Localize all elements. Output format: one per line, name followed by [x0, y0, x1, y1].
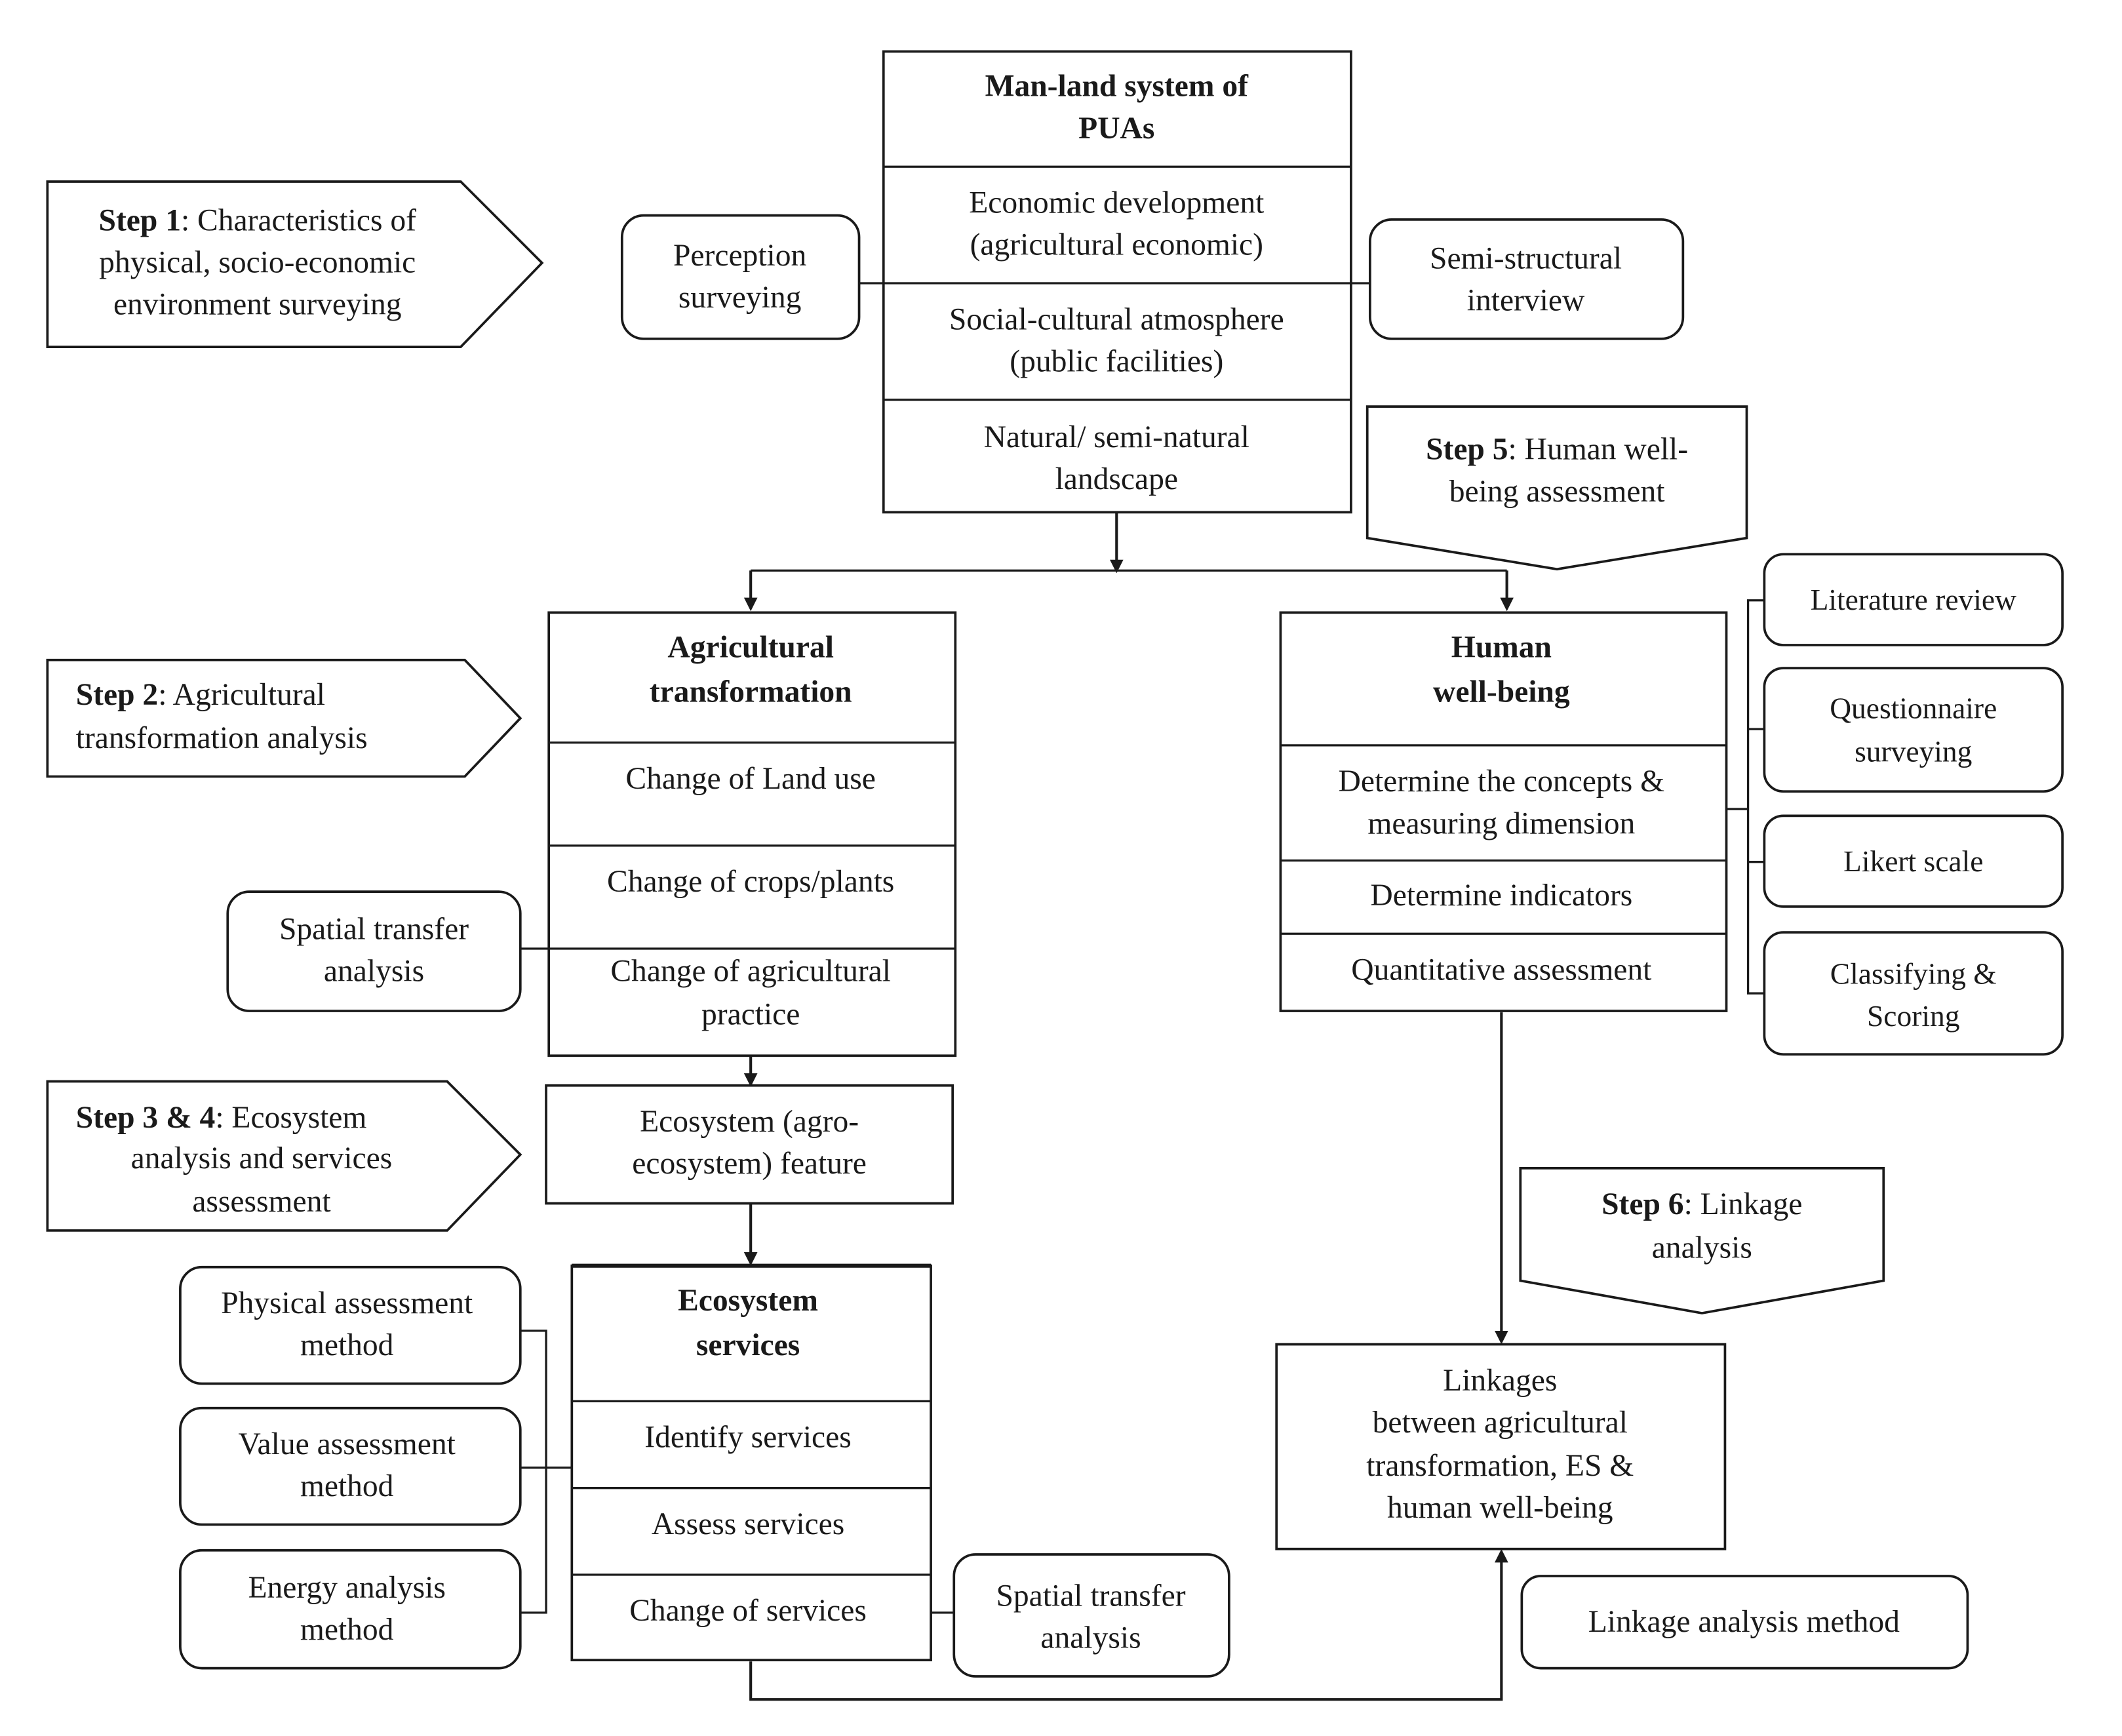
svg-text:Quantitative assessment: Quantitative assessment	[1351, 953, 1651, 987]
svg-text:human well-being: human well-being	[1387, 1491, 1613, 1525]
step-6-arrow: Step 6: Linkage analysis	[1519, 1166, 1885, 1314]
svg-text:Identify services: Identify services	[644, 1421, 851, 1455]
svg-text:Change of agricultural: Change of agricultural	[610, 955, 891, 989]
svg-text:method: method	[300, 1328, 394, 1362]
svg-text:well-being: well-being	[1433, 675, 1570, 709]
linkage-analysis-method-box: Linkage analysis method	[1520, 1575, 1969, 1670]
svg-text:measuring dimension: measuring dimension	[1367, 806, 1635, 840]
svg-text:Linkage analysis method: Linkage analysis method	[1588, 1605, 1900, 1639]
ecosystem-services-box: Ecosystem services Identify services Ass…	[570, 1263, 932, 1662]
svg-text:Change of services: Change of services	[629, 1594, 867, 1628]
agricultural-transformation-box: Agricultural transformation Change of La…	[547, 611, 957, 1057]
svg-text:Ecosystem: Ecosystem	[678, 1284, 818, 1318]
classifying-scoring-box: Classifying & Scoring	[1763, 931, 2064, 1056]
svg-text:PUAs: PUAs	[1078, 111, 1154, 146]
svg-text:Economic development: Economic development	[969, 186, 1264, 220]
svg-text:Human: Human	[1451, 631, 1552, 665]
svg-text:Step 6: Linkage: Step 6: Linkage	[1601, 1187, 1802, 1221]
svg-text:practice: practice	[701, 998, 800, 1032]
manland-system-box: Man-land system of PUAs Economic develop…	[882, 50, 1352, 514]
svg-text:ecosystem) feature: ecosystem) feature	[632, 1147, 867, 1181]
svg-text:being assessment: being assessment	[1449, 475, 1665, 509]
svg-text:method: method	[300, 1469, 394, 1503]
svg-text:method: method	[300, 1613, 394, 1647]
svg-text:Classifying &: Classifying &	[1830, 957, 1997, 991]
svg-text:transformation analysis: transformation analysis	[76, 721, 368, 755]
energy-analysis-method-box: Energy analysis method	[179, 1549, 522, 1670]
svg-text:Agricultural: Agricultural	[667, 631, 833, 665]
svg-text:surveying: surveying	[678, 281, 801, 315]
svg-text:analysis: analysis	[1040, 1621, 1141, 1655]
likert-scale-box: Likert scale	[1763, 814, 2064, 908]
svg-text:Energy analysis: Energy analysis	[248, 1571, 445, 1605]
es-to-linkages-arrow	[749, 1549, 1508, 1701]
step-2-arrow: Step 2: Agricultural transformation anal…	[46, 658, 522, 778]
svg-text:Ecosystem (agro-: Ecosystem (agro-	[640, 1105, 859, 1139]
svg-text:environment surveying: environment surveying	[113, 288, 402, 322]
svg-text:Step 3 & 4: Ecosystem: Step 3 & 4: Ecosystem	[76, 1101, 367, 1135]
value-assessment-method-box: Value assessment method	[179, 1406, 522, 1526]
svg-text:Determine indicators: Determine indicators	[1370, 878, 1632, 913]
linkages-box: Linkages between agricultural transforma…	[1275, 1343, 1727, 1550]
physical-assessment-method-box: Physical assessment method	[179, 1265, 522, 1385]
svg-text:interview: interview	[1467, 283, 1585, 317]
svg-text:Likert scale: Likert scale	[1843, 844, 1983, 878]
svg-text:(agricultural economic): (agricultural economic)	[970, 228, 1263, 262]
svg-text:Physical assessment: Physical assessment	[221, 1286, 473, 1320]
svg-text:physical, socio-economic: physical, socio-economic	[99, 245, 416, 279]
svg-text:Step 1: Characteristics of: Step 1: Characteristics of	[99, 203, 417, 237]
svg-text:Linkages: Linkages	[1443, 1364, 1557, 1398]
svg-text:Spatial transfer: Spatial transfer	[279, 913, 469, 947]
svg-text:Step 5: Human well-: Step 5: Human well-	[1426, 433, 1688, 467]
perception-surveying-box: Perception surveying	[620, 214, 861, 340]
hwb-methods-bracket	[1746, 599, 1765, 995]
svg-text:transformation: transformation	[650, 675, 852, 709]
manland-title: Man-land system of	[985, 69, 1249, 104]
svg-text:analysis: analysis	[1652, 1231, 1752, 1265]
step-6-label: Step 6	[1601, 1187, 1683, 1221]
svg-text:landscape: landscape	[1055, 462, 1178, 496]
svg-text:surveying: surveying	[1855, 735, 1972, 768]
literature-review-box: Literature review	[1763, 553, 2064, 646]
svg-text:(public facilities): (public facilities)	[1010, 344, 1223, 378]
svg-text:Social-cultural atmosphere: Social-cultural atmosphere	[949, 302, 1284, 336]
step-2-label: Step 2	[76, 678, 158, 712]
step-5-label: Step 5	[1426, 433, 1508, 467]
semi-structural-interview-box: Semi-structural interview	[1368, 218, 1685, 340]
svg-text:Spatial transfer: Spatial transfer	[996, 1579, 1185, 1613]
step-5-arrow: Step 5: Human well- being assessment	[1366, 405, 1748, 571]
svg-text:Value assessment: Value assessment	[239, 1427, 456, 1461]
spatial-transfer-analysis-box-2: Spatial transfer analysis	[953, 1553, 1230, 1678]
step-1-arrow: Step 1: Characteristics of physical, soc…	[46, 180, 544, 349]
step-1-label: Step 1	[99, 203, 181, 237]
svg-text:Step 2: Agricultural: Step 2: Agricultural	[76, 678, 325, 712]
svg-text:Semi-structural: Semi-structural	[1430, 241, 1622, 275]
svg-text:analysis: analysis	[324, 955, 424, 989]
step-3-4-label: Step 3 & 4	[76, 1101, 216, 1135]
svg-text:Scoring: Scoring	[1867, 999, 1959, 1033]
svg-text:assessment: assessment	[192, 1185, 330, 1219]
svg-text:analysis and services: analysis and services	[131, 1141, 393, 1175]
svg-text:Perception: Perception	[673, 239, 806, 273]
svg-text:Change of crops/plants: Change of crops/plants	[607, 865, 894, 899]
human-well-being-box: Human well-being Determine the concepts …	[1279, 611, 1728, 1012]
methods-bracket	[520, 1330, 547, 1614]
connectors	[520, 282, 1765, 1701]
step-3-4-arrow: Step 3 & 4: Ecosystem analysis and servi…	[46, 1080, 522, 1232]
spatial-transfer-analysis-box-1: Spatial transfer analysis	[226, 890, 522, 1012]
ecosystem-feature-box: Ecosystem (agro- ecosystem) feature	[545, 1084, 954, 1205]
svg-text:Change of Land use: Change of Land use	[625, 762, 875, 796]
svg-text:Assess services: Assess services	[652, 1507, 844, 1541]
questionnaire-surveying-box: Questionnaire surveying	[1763, 667, 2064, 793]
svg-text:between agricultural: between agricultural	[1373, 1406, 1628, 1440]
svg-text:Literature review: Literature review	[1811, 583, 2016, 616]
svg-text:Questionnaire: Questionnaire	[1830, 692, 1997, 725]
svg-text:Determine the concepts &: Determine the concepts &	[1339, 764, 1665, 799]
svg-text:services: services	[696, 1328, 800, 1362]
svg-text:Natural/ semi-natural: Natural/ semi-natural	[984, 420, 1249, 454]
svg-text:transformation, ES &: transformation, ES &	[1366, 1449, 1634, 1483]
